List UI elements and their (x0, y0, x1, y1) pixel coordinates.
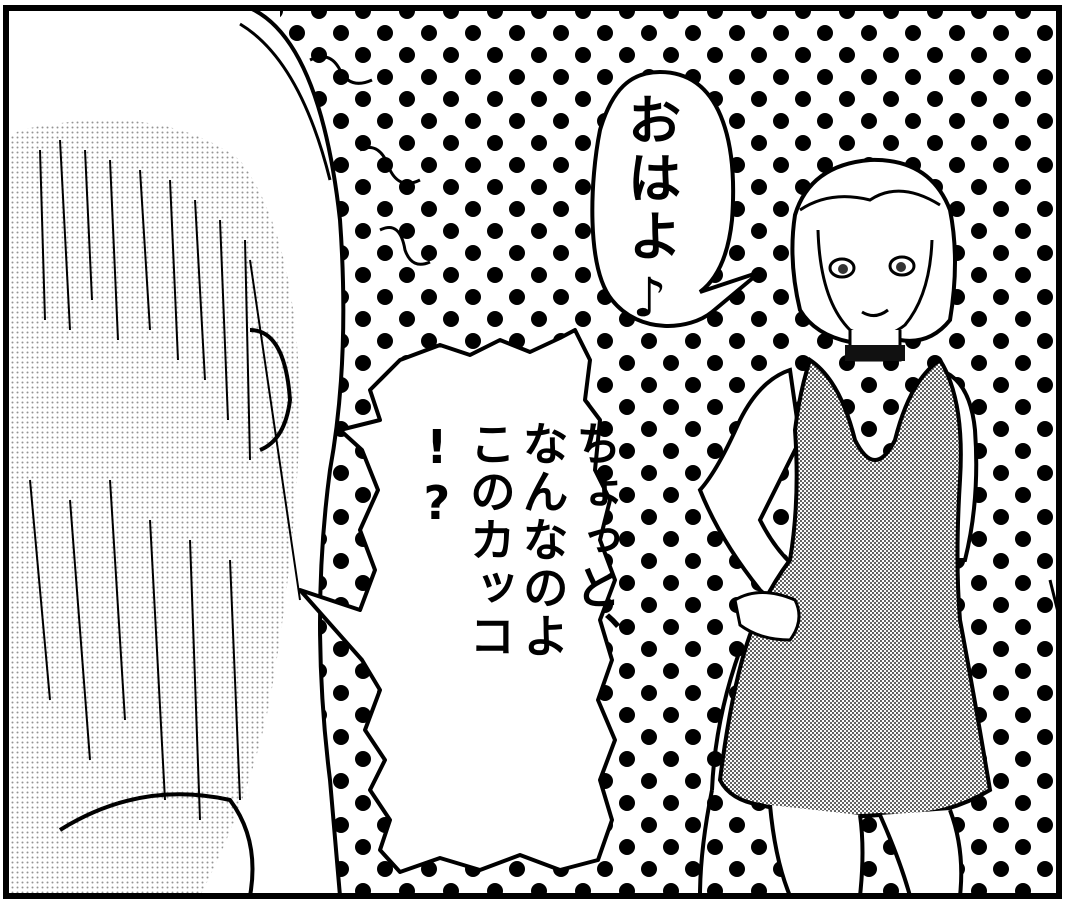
speech-text-greeting: おはよ♪ (618, 92, 682, 333)
foreground-character (6, 8, 346, 896)
speech-bubble-top (590, 69, 762, 328)
panel-border (3, 5, 1062, 899)
speech-line-2: なんなのよ (515, 420, 570, 660)
speech-line-3: このカッコ (462, 420, 517, 660)
tremble-lines (309, 55, 431, 266)
speech-line-1: ちょっと、 (568, 420, 623, 660)
speech-text-complaint: ちょっと、 なんなのよ このカッコ !? (409, 420, 623, 660)
speech-line-4: !? (409, 420, 464, 532)
speech-bubble-bottom (298, 328, 617, 874)
standing-character (697, 157, 993, 896)
